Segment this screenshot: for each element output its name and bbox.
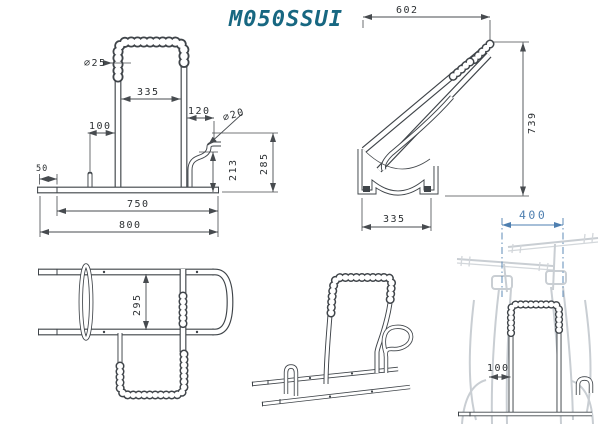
persp-coil-grip [326,273,397,318]
bike2-head [545,270,567,285]
perspective-view [251,273,414,407]
bike2-handlebar [507,237,599,248]
rivet-dot [195,330,199,334]
dim-label-602: 602 [396,5,419,16]
dim-label-800: 800 [119,220,142,231]
dim-label-side-335: 335 [383,214,406,225]
rivet-dot [328,395,332,398]
dia20-leader [207,113,243,146]
rivet-dot [102,330,106,334]
dim-label-rear-100: 100 [487,363,510,374]
rivet-dot [370,390,374,393]
rear-coil-grip [506,300,564,338]
dim-label-285: 285 [259,152,270,175]
dim-400-ext [501,218,564,297]
front-hook-arm [187,141,221,189]
rivet-dot [308,376,312,380]
front-coil-grip [112,36,190,83]
bike2-fender [571,380,594,424]
rail-end-caps [37,186,219,194]
dim-label-335: 335 [137,87,160,98]
rear-view: 400 100 [456,208,599,424]
ghost-bicycles [456,232,599,424]
rivet-dot [102,270,106,274]
rivet-dot [195,270,199,274]
side-left-foot [363,186,370,192]
model-title: M050SSUI [229,7,343,32]
plan-rail-caps [38,268,58,336]
bike2-stem [552,243,556,291]
bike1-fork [490,288,500,424]
plan-coil-hoop [115,345,189,400]
dim-label-120: 120 [188,106,211,117]
side-view: 602 739 335 [357,5,538,231]
dim-label-739: 739 [527,111,538,134]
rivet-dot [350,372,354,375]
plan-view: 295 [38,263,234,400]
dim-label-400: 400 [519,208,547,222]
dim-label-750: 750 [127,199,150,210]
dim-label-100: 100 [89,121,112,132]
dim-label-50: 50 [36,164,48,174]
bike1-fender [461,379,487,424]
dim-label-dia25: ⌀25 [84,58,107,69]
side-right-foot [424,186,431,192]
dim-label-295: 295 [132,293,143,316]
bike1-stem [503,263,508,293]
bike1-handlebar [456,258,554,267]
dim-label-213: 213 [228,158,239,181]
front-view: ⌀25 335 100 120 ⌀20 213 285 50 750 800 [36,36,278,237]
